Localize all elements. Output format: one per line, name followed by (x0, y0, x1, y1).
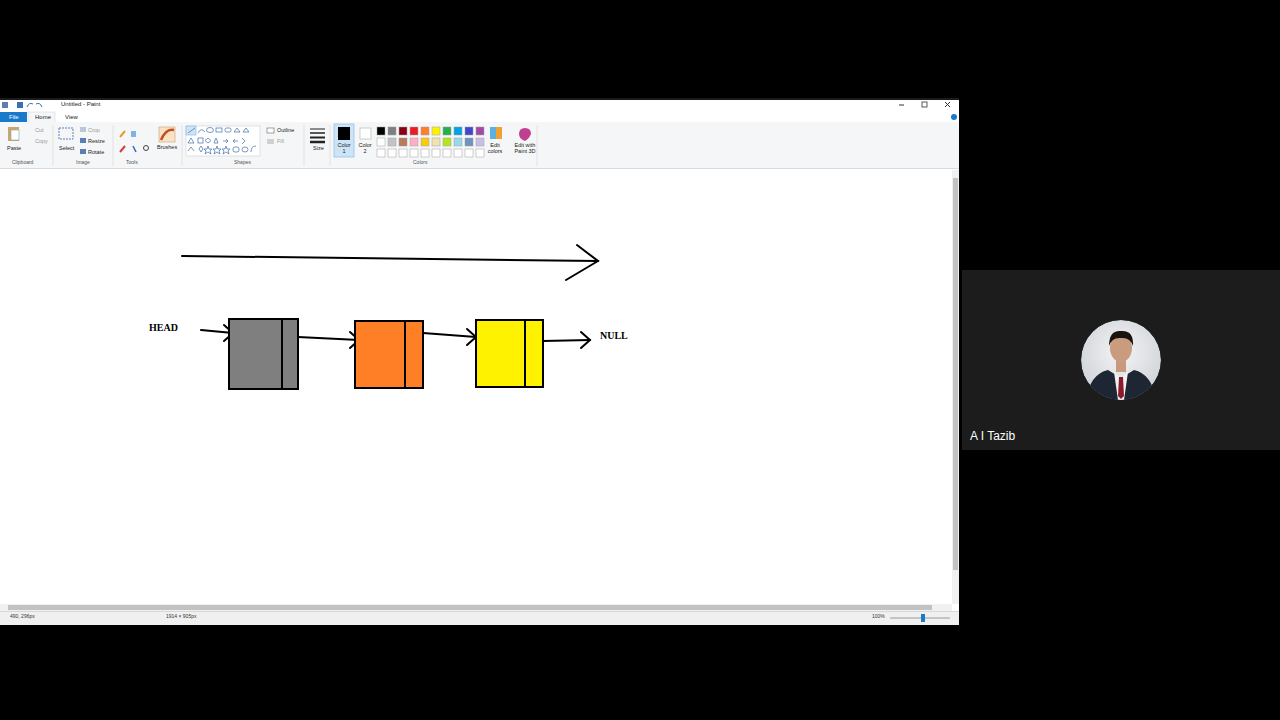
paint-window (0, 98, 959, 625)
status-text: 490, 296px (10, 614, 35, 620)
status-text: 100% (872, 614, 885, 620)
group-label: Clipboard (12, 160, 33, 166)
group-label: Tools (126, 160, 138, 166)
tool-label: Brushes (157, 144, 177, 150)
menu-tab: View (65, 114, 78, 121)
tool-label: Select (59, 145, 74, 151)
tool-label: Edit colors (484, 142, 506, 155)
tool-label: Cut (35, 127, 44, 133)
participant-name: A I Tazib (970, 430, 1015, 444)
tool-label: Resize (88, 138, 105, 144)
color-palette (377, 127, 484, 157)
group-label: Shapes (234, 160, 251, 166)
canvas (0, 170, 952, 604)
menu-tab: Home (35, 114, 51, 121)
group-label: Colors (413, 160, 427, 166)
tool-label: Paste (7, 145, 21, 151)
group-label: Image (76, 160, 90, 166)
pointer-arrow (423, 329, 476, 345)
head-label: HEAD (149, 322, 178, 334)
tool-label: Size (313, 145, 324, 151)
null-label: NULL (600, 330, 628, 342)
file-tab (0, 112, 27, 122)
menu-tab: File (9, 114, 19, 121)
pointer-arrow (543, 332, 590, 348)
status-bar (0, 611, 959, 625)
list-node (229, 319, 298, 389)
direction-arrow (182, 245, 598, 280)
tool-label: Color 2 (357, 142, 373, 155)
tool-label: Color 1 (336, 142, 352, 155)
tool-label: Copy (35, 138, 48, 144)
avatar (1081, 320, 1161, 400)
status-text: 1914 × 905px (166, 614, 196, 620)
tool-label: Outline (277, 127, 294, 133)
ribbon (0, 122, 959, 168)
tool-label: Crop (88, 127, 100, 133)
tool-label: Rotate (88, 149, 104, 155)
list-node (355, 321, 423, 388)
window-title: Untitled - Paint (61, 101, 100, 108)
tool-label: Fill (277, 138, 284, 144)
participant-panel (962, 270, 1280, 450)
pointer-arrow (298, 332, 359, 348)
tool-label: Edit with Paint 3D (510, 142, 540, 155)
list-node (476, 320, 543, 387)
